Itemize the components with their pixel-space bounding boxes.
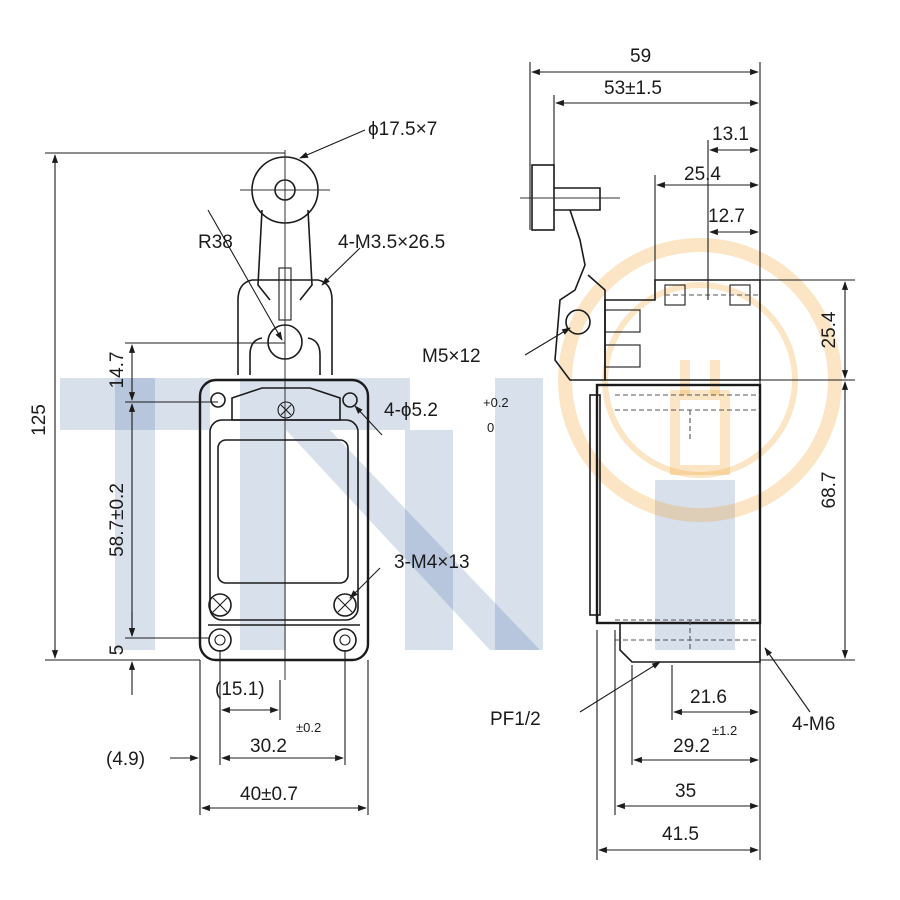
dim-25-4-top: 25.4 — [684, 164, 721, 185]
dim-21-6: 21.6 — [690, 687, 727, 708]
lever-arm — [257, 150, 313, 680]
dim-41-5: 41.5 — [662, 824, 699, 845]
dim-12-7: 12.7 — [708, 206, 745, 227]
dim-59: 59 — [630, 46, 651, 67]
front-view: ϕ17.5×7 R38 4-M3.5×26.5 4-ϕ5.2 +0.2 0 3-… — [29, 119, 509, 815]
top-screws-label: 4-M3.5×26.5 — [338, 232, 445, 253]
bottom-screws-label: 3-M4×13 — [394, 552, 470, 573]
dim-total-height: 125 — [29, 404, 50, 436]
dim-29-2-tolerance: ±1.2 — [712, 723, 737, 738]
dim-4-9: (4.9) — [106, 749, 145, 770]
dim-14-7: 14.7 — [107, 352, 128, 389]
dim-29-2: 29.2 — [673, 736, 710, 757]
watermark-logo — [60, 238, 842, 650]
holes-tolerance-upper: +0.2 — [483, 395, 509, 410]
dim-5: 5 — [107, 645, 128, 656]
dim-30-2-tolerance: ±0.2 — [296, 720, 321, 735]
switch-body-front — [198, 378, 370, 662]
dim-58-7: 58.7±0.2 — [107, 483, 128, 557]
dim-25-4-right: 25.4 — [819, 311, 840, 348]
dim-35: 35 — [675, 781, 696, 802]
dim-68-7: 68.7 — [819, 472, 840, 509]
holes-tolerance-lower: 0 — [487, 420, 494, 435]
dim-40: 40±0.7 — [240, 784, 298, 805]
front-horizontal-dimensions: (15.1) 30.2 ±0.2 (4.9) 40±0.7 — [106, 650, 369, 815]
conduit-thread-label: PF1/2 — [490, 709, 541, 730]
side-bottom-dimensions: 21.6 29.2 ±1.2 35 41.5 — [596, 630, 761, 860]
side-view: 59 53±1.5 13.1 25.4 12.7 25.4 68.7 M5×12 — [422, 46, 855, 860]
dim-53: 53±1.5 — [604, 78, 662, 99]
side-top-dimensions: 59 53±1.5 13.1 25.4 12.7 — [529, 46, 761, 660]
lever-hub — [237, 279, 333, 375]
roller-size-label: ϕ17.5×7 — [368, 119, 437, 140]
dim-13-1: 13.1 — [712, 124, 749, 145]
m6-screws-label: 4-M6 — [792, 714, 835, 735]
mounting-holes-label: 4-ϕ5.2 — [384, 400, 438, 421]
side-right-dimensions: 25.4 68.7 — [760, 279, 855, 661]
dim-30-2: 30.2 — [250, 736, 287, 757]
m5-screw-label: M5×12 — [422, 346, 481, 367]
lever-radius-label: R38 — [198, 232, 233, 253]
front-vertical-dimensions: 125 14.7 58.7±0.2 5 — [29, 152, 285, 695]
dim-15-1: (15.1) — [215, 679, 265, 700]
